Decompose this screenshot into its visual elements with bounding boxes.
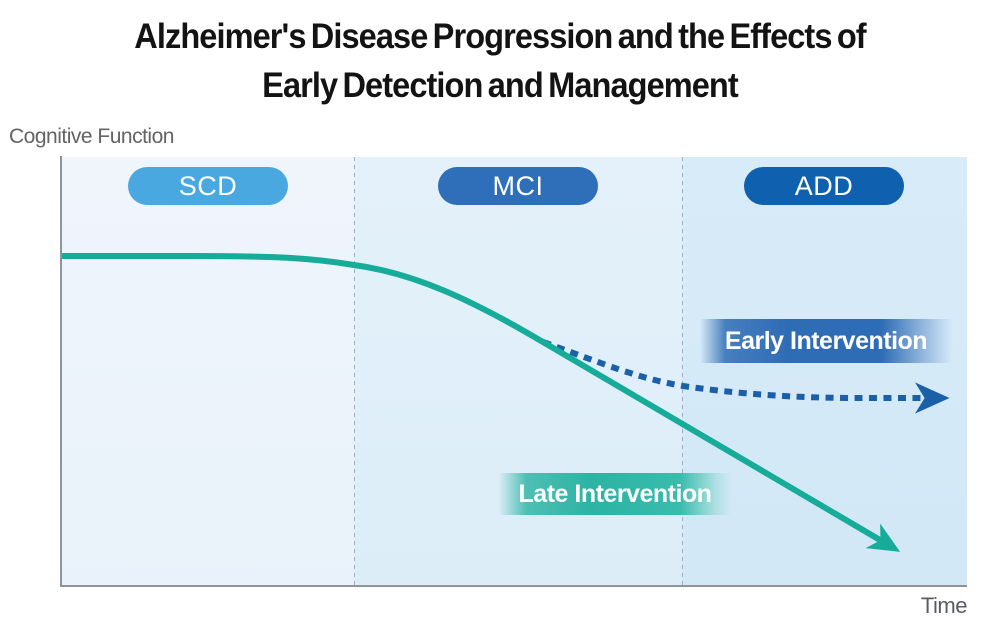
chart-title-line2: Early Detection and Management <box>262 66 739 105</box>
chart-title: Alzheimer's Disease Progression and the … <box>35 12 965 110</box>
zone-scd <box>62 157 354 586</box>
x-axis-line <box>60 585 967 587</box>
plot-area: SCD MCI ADD Early Intervention Late Inte… <box>62 157 967 586</box>
early-intervention-curve <box>541 339 950 414</box>
early-intervention-label: Early Intervention <box>700 319 952 363</box>
y-axis-line <box>60 156 62 587</box>
x-axis-label: Time <box>920 593 968 618</box>
stage-badge-mci: MCI <box>438 167 598 205</box>
stage-badge-add: ADD <box>744 167 904 205</box>
stage-badge-scd: SCD <box>128 167 288 205</box>
late-intervention-label: Late Intervention <box>498 473 732 515</box>
late-intervention-curve <box>62 253 901 552</box>
chart-title-line1: Alzheimer's Disease Progression and the … <box>134 17 866 56</box>
curves-canvas <box>62 157 950 586</box>
y-axis-label: Cognitive Function <box>9 125 174 148</box>
